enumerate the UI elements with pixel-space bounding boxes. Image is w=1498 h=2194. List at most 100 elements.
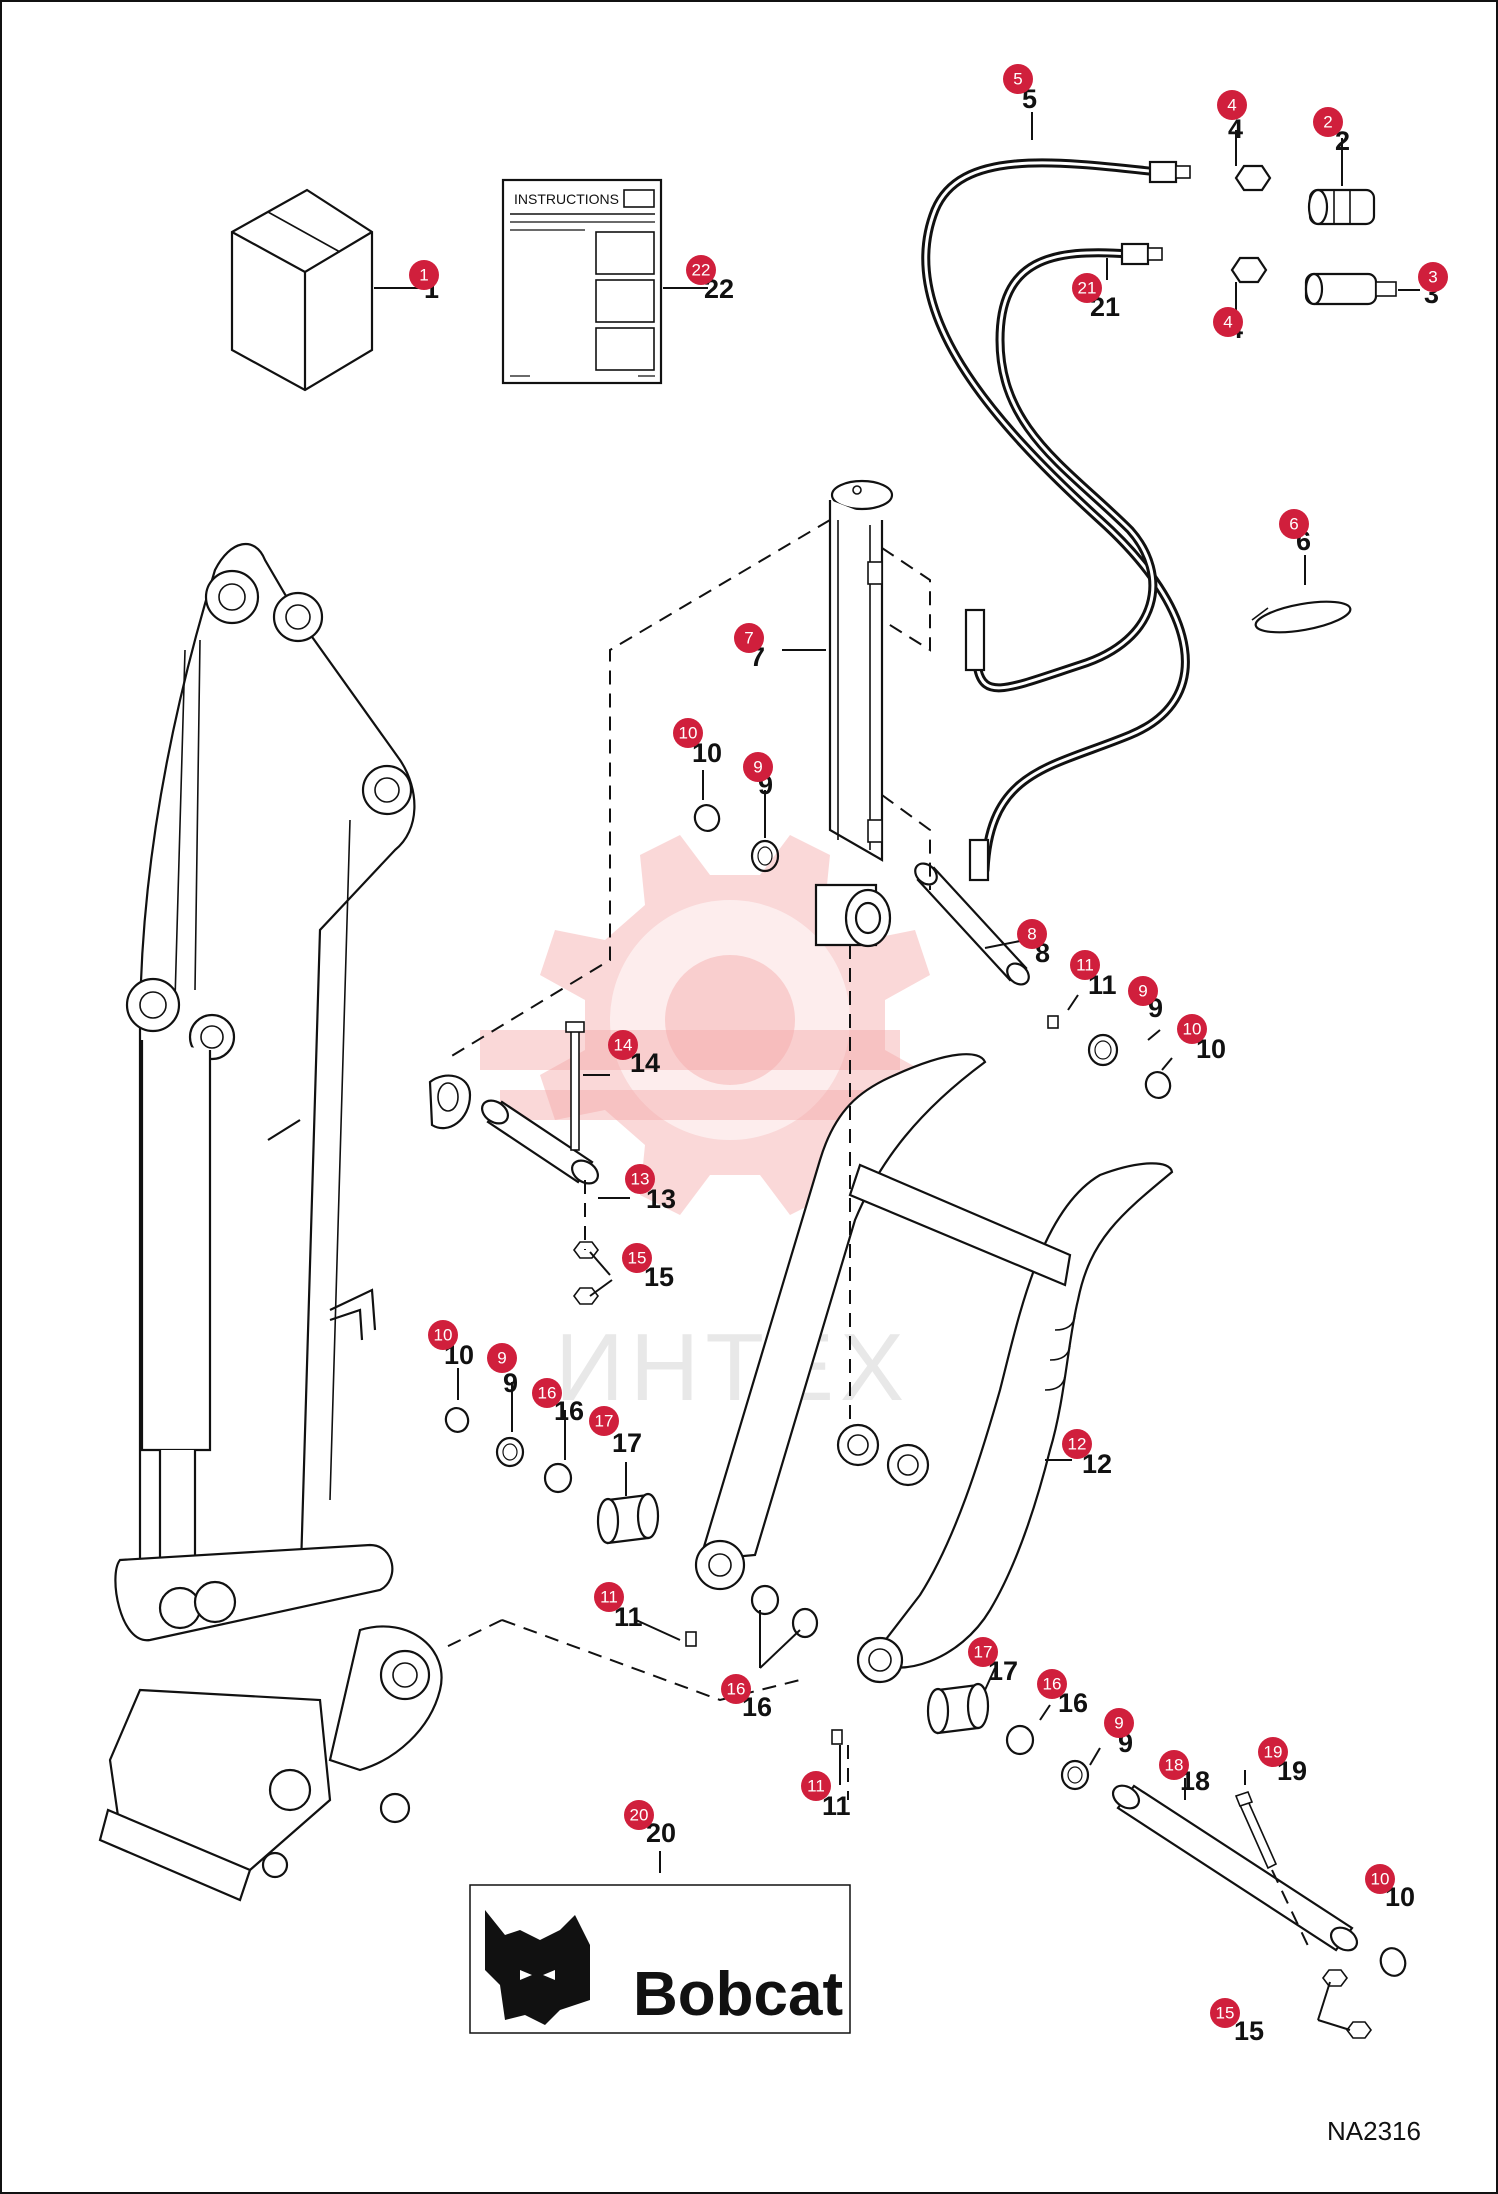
svg-text:10: 10 bbox=[1371, 1870, 1390, 1889]
bushings bbox=[596, 1492, 990, 1735]
svg-text:11: 11 bbox=[1076, 956, 1094, 975]
svg-text:14: 14 bbox=[614, 1036, 633, 1055]
badge-19: 19 bbox=[1258, 1737, 1288, 1767]
svg-text:18: 18 bbox=[1165, 1756, 1184, 1775]
quick-coupler-male bbox=[1304, 272, 1397, 306]
assembly-dashed-lines bbox=[439, 519, 931, 1800]
svg-text:10: 10 bbox=[679, 724, 698, 743]
svg-text:1: 1 bbox=[419, 266, 428, 285]
washers-and-rings bbox=[444, 804, 1407, 1977]
svg-text:12: 12 bbox=[1068, 1435, 1087, 1454]
badge-13: 13 bbox=[625, 1164, 655, 1194]
badge-12: 12 bbox=[1062, 1429, 1092, 1459]
part-number-4-upper: 4 bbox=[1228, 114, 1243, 144]
badge-2: 2 bbox=[1313, 107, 1343, 137]
svg-text:22: 22 bbox=[692, 261, 711, 280]
badge-10-c: 10 bbox=[428, 1320, 458, 1350]
svg-text:9: 9 bbox=[497, 1349, 506, 1368]
badge-20: 20 bbox=[624, 1800, 654, 1830]
svg-text:9: 9 bbox=[1138, 982, 1147, 1001]
badge-10-d: 10 bbox=[1365, 1864, 1395, 1894]
reference-code: NA2316 bbox=[1327, 2116, 1421, 2146]
svg-text:19: 19 bbox=[1264, 1743, 1283, 1762]
leader-lines bbox=[374, 112, 1420, 2031]
svg-text:20: 20 bbox=[630, 1806, 649, 1825]
bobcat-decal: Bobcat bbox=[469, 1884, 851, 2034]
svg-text:17: 17 bbox=[595, 1412, 614, 1431]
svg-text:9: 9 bbox=[1114, 1714, 1123, 1733]
hose-end-fittings bbox=[964, 160, 1191, 882]
bobcat-logo-mark bbox=[485, 1910, 590, 2025]
badge-16-c: 16 bbox=[1037, 1669, 1067, 1699]
grease-fittings bbox=[685, 1015, 1059, 1745]
badge-11-b: 11 bbox=[594, 1582, 624, 1612]
svg-text:10: 10 bbox=[1183, 1020, 1202, 1039]
cable-tie bbox=[1251, 600, 1352, 634]
svg-text:15: 15 bbox=[628, 1249, 647, 1268]
badge-8: 8 bbox=[1017, 919, 1047, 949]
svg-text:16: 16 bbox=[538, 1384, 557, 1403]
badge-14: 14 bbox=[608, 1030, 638, 1060]
badge-15-upper: 15 bbox=[622, 1243, 652, 1273]
badge-21: 21 bbox=[1072, 273, 1102, 303]
adapter-fittings bbox=[1230, 164, 1272, 284]
badge-10-b: 10 bbox=[1177, 1014, 1207, 1044]
badge-7: 7 bbox=[734, 623, 764, 653]
part-number-9-c: 9 bbox=[503, 1368, 518, 1398]
badge-9-d: 9 bbox=[1104, 1708, 1134, 1738]
part-number-15-lower: 15 bbox=[1234, 2016, 1264, 2046]
badge-9-a: 9 bbox=[743, 752, 773, 782]
quick-coupler-female bbox=[1307, 188, 1376, 226]
svg-text:10: 10 bbox=[434, 1326, 453, 1345]
badge-3: 3 bbox=[1418, 262, 1448, 292]
badge-5: 5 bbox=[1003, 64, 1033, 94]
svg-text:8: 8 bbox=[1027, 925, 1036, 944]
part-number-15-upper: 15 bbox=[644, 1262, 674, 1292]
thumb-pin-bolt bbox=[1234, 1791, 1311, 1951]
boom-pin bbox=[481, 1099, 599, 1185]
svg-text:15: 15 bbox=[1216, 2004, 1235, 2023]
svg-text:16: 16 bbox=[1043, 1675, 1062, 1694]
badge-15-lower: 15 bbox=[1210, 1998, 1240, 2028]
badge-9-b: 9 bbox=[1128, 976, 1158, 1006]
pin-bolt bbox=[565, 1021, 585, 1151]
badge-16-a: 16 bbox=[532, 1378, 562, 1408]
part-box bbox=[230, 188, 374, 392]
badge-11-a: 11 bbox=[1070, 950, 1100, 980]
part-number-17-a: 17 bbox=[612, 1428, 642, 1458]
bobcat-wordmark: Bobcat bbox=[633, 1960, 843, 2029]
hydraulic-hose-short bbox=[973, 248, 1158, 693]
svg-text:11: 11 bbox=[600, 1588, 618, 1607]
svg-text:5: 5 bbox=[1013, 70, 1022, 89]
badge-4-lower: 4 bbox=[1213, 307, 1243, 337]
svg-text:2: 2 bbox=[1323, 113, 1332, 132]
badge-17-b: 17 bbox=[968, 1637, 998, 1667]
svg-text:17: 17 bbox=[974, 1643, 993, 1662]
lock-nuts-upper bbox=[573, 1241, 599, 1305]
svg-text:16: 16 bbox=[727, 1680, 746, 1699]
badge-4-upper: 4 bbox=[1217, 90, 1247, 120]
thumb-pin bbox=[1111, 1784, 1359, 1952]
svg-text:21: 21 bbox=[1078, 279, 1097, 298]
badge-22: 22 bbox=[686, 255, 716, 285]
badge-10-a: 10 bbox=[673, 718, 703, 748]
badge-17-a: 17 bbox=[589, 1406, 619, 1436]
instructions-sheet: INSTRUCTIONS bbox=[501, 178, 663, 385]
lock-nuts-lower bbox=[1322, 1969, 1372, 2039]
callout-badges: 1 2 3 4 4 5 6 7 8 9 9 9 9 10 10 10 10 11… bbox=[409, 64, 1448, 2028]
cylinder-pin bbox=[914, 862, 1030, 986]
hydraulic-hose-long bbox=[921, 158, 1190, 875]
part-number-2: 2 bbox=[1335, 126, 1350, 156]
badge-1: 1 bbox=[409, 260, 439, 290]
hydraulic-cylinder bbox=[814, 479, 894, 948]
badge-9-c: 9 bbox=[487, 1343, 517, 1373]
excavator-arm bbox=[98, 542, 472, 1902]
badge-6: 6 bbox=[1279, 509, 1309, 539]
badge-16-b: 16 bbox=[721, 1674, 751, 1704]
hydraulic-thumb bbox=[694, 1053, 1174, 1684]
badge-18: 18 bbox=[1159, 1750, 1189, 1780]
watermark-text: ИНТЕХ bbox=[555, 1314, 910, 1421]
